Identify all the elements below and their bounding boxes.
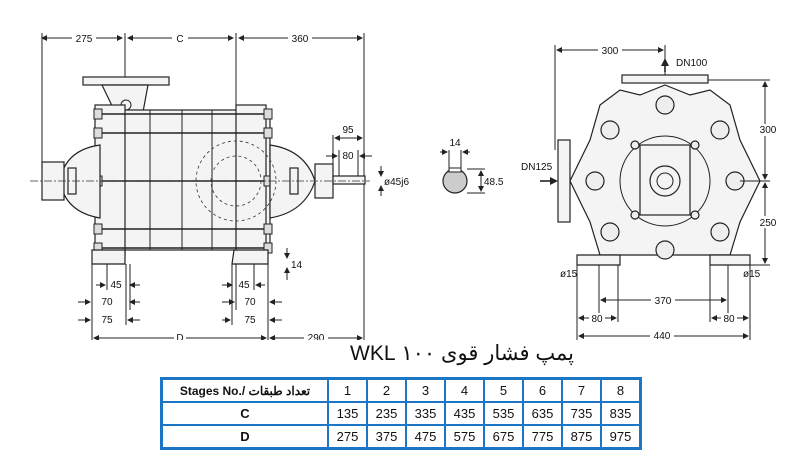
inlet-label: DN125: [521, 162, 553, 173]
value-cell: 875: [561, 424, 602, 450]
dim-75-right: 75: [244, 315, 256, 326]
dim-300-top: 300: [602, 46, 619, 57]
table-row: D 275 375 475 575 675 775 875 975: [160, 424, 642, 450]
value-cell: 775: [522, 424, 563, 450]
shaft-section: 14 48.5: [440, 138, 504, 194]
hole-right-label: ø15: [743, 269, 761, 280]
dim-95: 95: [342, 125, 354, 136]
dim-290: 290: [308, 333, 325, 340]
table-header-row: Stages No./ تعداد طبقات 1 2 3 4 5 6 7 8: [160, 377, 642, 403]
dim-80-left: 80: [591, 314, 603, 325]
stage-cell: 8: [600, 377, 642, 403]
side-view: 275 C 360: [30, 32, 409, 340]
dim-360: 360: [292, 34, 309, 45]
value-cell: 235: [366, 401, 407, 426]
value-cell: 975: [600, 424, 642, 450]
dim-75-left: 75: [101, 315, 113, 326]
dim-45-left: 45: [110, 280, 122, 291]
value-cell: 675: [483, 424, 524, 450]
section-dim-48-5: 48.5: [484, 177, 504, 188]
value-cell: 435: [444, 401, 485, 426]
drawing-title: پمپ فشار قوی ۱۰۰ WKL: [350, 342, 574, 365]
technical-drawing: 275 C 360: [30, 32, 780, 340]
value-cell: 475: [405, 424, 446, 450]
dim-275: 275: [76, 34, 93, 45]
value-cell: 135: [327, 401, 368, 426]
dim-440: 440: [654, 331, 671, 340]
stage-cell: 4: [444, 377, 485, 403]
row-label: D: [160, 424, 329, 450]
value-cell: 835: [600, 401, 642, 426]
dim-70-right: 70: [244, 297, 256, 308]
value-cell: 275: [327, 424, 368, 450]
outlet-label: DN100: [676, 58, 708, 69]
dim-70-left: 70: [101, 297, 113, 308]
value-cell: 375: [366, 424, 407, 450]
stage-cell: 3: [405, 377, 446, 403]
row-label: C: [160, 401, 329, 426]
stage-cell: 2: [366, 377, 407, 403]
hole-left-label: ø15: [560, 269, 578, 280]
table-row: C 135 235 335 435 535 635 735 835: [160, 401, 642, 426]
section-dim-14: 14: [449, 138, 461, 149]
dim-300-right: 300: [760, 125, 777, 136]
header-label: Stages No./ تعداد طبقات: [160, 377, 329, 403]
value-cell: 535: [483, 401, 524, 426]
stage-cell: 7: [561, 377, 602, 403]
value-cell: 635: [522, 401, 563, 426]
value-cell: 575: [444, 424, 485, 450]
stage-cell: 1: [327, 377, 368, 403]
dim-14: 14: [291, 260, 303, 271]
dim-shaft-diameter: ø45j6: [384, 177, 409, 188]
stages-table: Stages No./ تعداد طبقات 1 2 3 4 5 6 7 8 …: [160, 377, 642, 450]
dim-80-right: 80: [723, 314, 735, 325]
dim-80: 80: [342, 151, 354, 162]
dim-250: 250: [760, 218, 777, 229]
dim-c: C: [176, 34, 183, 45]
value-cell: 335: [405, 401, 446, 426]
dim-d: D: [176, 333, 183, 340]
dim-370: 370: [655, 296, 672, 307]
stage-cell: 6: [522, 377, 563, 403]
value-cell: 735: [561, 401, 602, 426]
stage-cell: 5: [483, 377, 524, 403]
front-view: 300 DN100 DN125 300 250 ø15 ø15: [521, 44, 780, 340]
dim-45-right: 45: [238, 280, 250, 291]
